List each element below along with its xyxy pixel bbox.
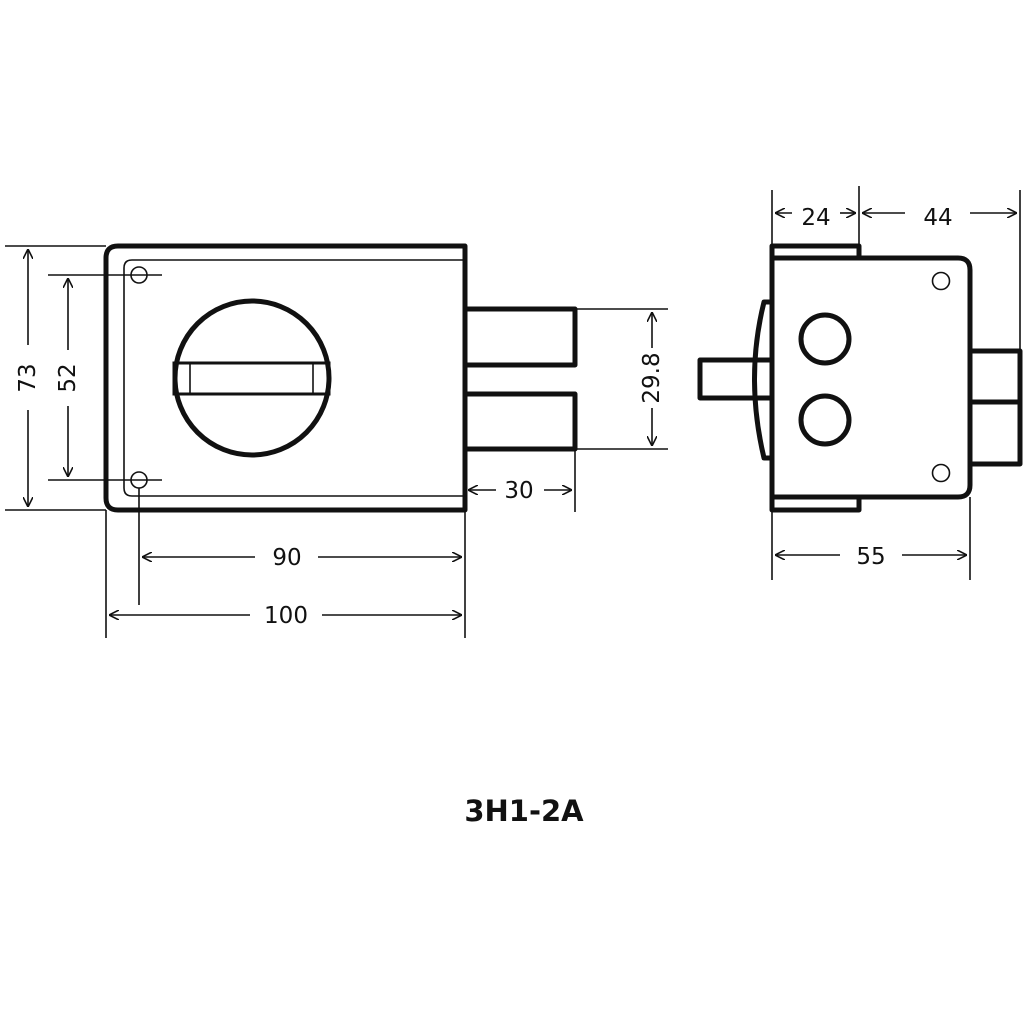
bolt-bottom <box>462 391 578 452</box>
side-bolt-ends <box>970 348 1023 467</box>
spindle <box>697 357 775 401</box>
dim-body-depth: 44 <box>923 205 952 231</box>
model-code: 3H1-2A <box>464 794 584 828</box>
dim-bolt-span: 29.8 <box>639 352 665 403</box>
front-body-outline <box>103 243 468 513</box>
knob-grip-bar <box>172 361 331 396</box>
dim-width-outer: 100 <box>264 603 308 629</box>
knob-profile <box>752 299 772 461</box>
side-screw-hole-top-icon <box>931 271 951 291</box>
dim-height-holes: 52 <box>55 363 81 392</box>
side-screw-hole-bottom-icon <box>931 463 951 483</box>
front-view-dimensions: 73 52 29.8 30 90 100 <box>5 245 668 638</box>
dim-body-width: 55 <box>856 544 885 570</box>
front-cover-plate <box>123 259 465 497</box>
dim-height-outer: 73 <box>15 363 41 392</box>
front-view <box>103 243 578 513</box>
flange-top <box>769 243 862 261</box>
side-view-dimensions: 24 44 55 <box>771 186 1021 580</box>
cylinder-hole-top-icon <box>798 312 852 366</box>
dim-bolt-projection: 30 <box>504 478 533 504</box>
flange-bottom <box>769 494 862 513</box>
side-view <box>697 243 1023 513</box>
cylinder-hole-bottom-icon <box>798 393 852 447</box>
thumb-turn-knob <box>172 298 332 458</box>
dim-width-holes: 90 <box>272 545 301 571</box>
dim-flange-width: 24 <box>801 205 830 231</box>
side-body-outline <box>769 255 973 500</box>
bolt-top <box>462 306 578 368</box>
